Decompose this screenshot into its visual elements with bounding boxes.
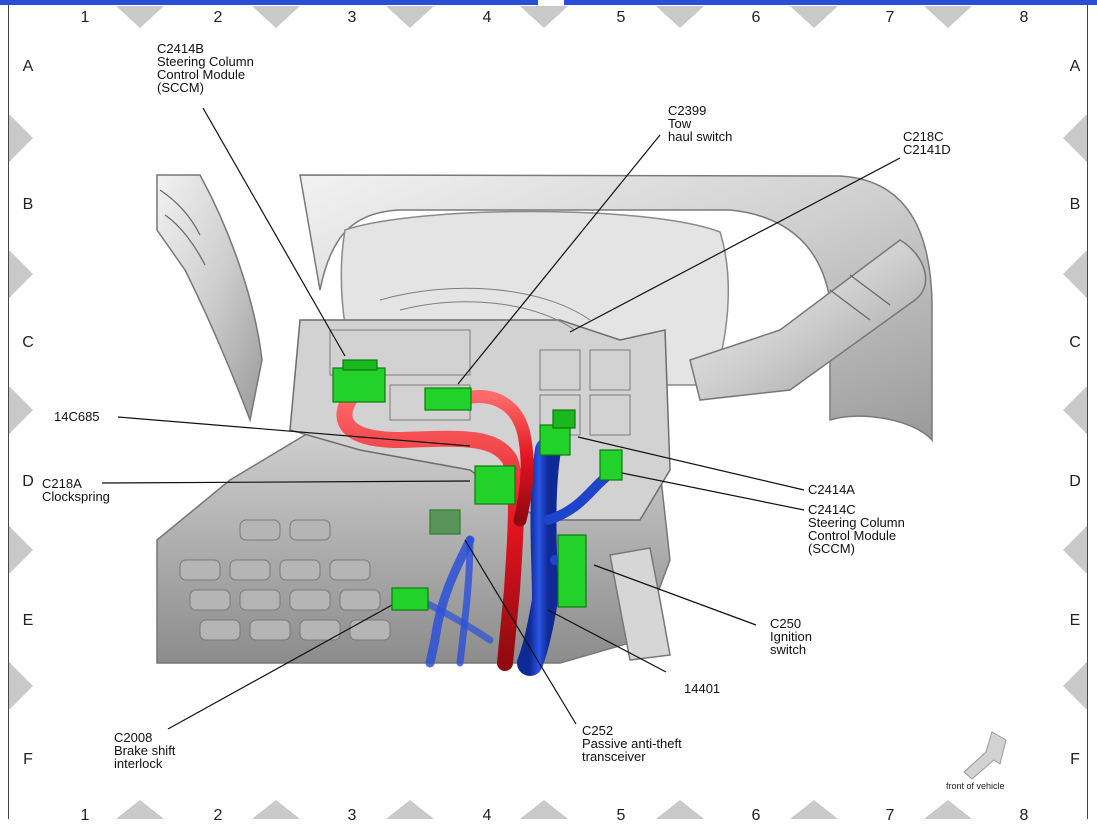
lower-panel-grille — [179, 519, 391, 641]
leader-lines — [101, 107, 901, 730]
right-stalk — [689, 239, 927, 401]
grid-row-c-right: C — [1069, 334, 1081, 351]
grid-row-b-right: B — [1069, 196, 1081, 213]
grid-col-8-top: 8 — [1019, 9, 1029, 26]
grid-row-e-left: E — [22, 612, 34, 629]
grid-row-f-right: F — [1070, 751, 1080, 768]
grid-row-c-left: C — [22, 334, 34, 351]
callout-c2008: C2008 Brake shift interlock — [114, 730, 176, 771]
connector-c2414b — [332, 367, 386, 403]
grid-col-3-top: 3 — [347, 9, 357, 26]
frame-right-edge — [1087, 5, 1088, 819]
grid-row-d-left: D — [22, 473, 34, 490]
grid-col-4-top: 4 — [482, 9, 492, 26]
grid-col-5-bottom: 5 — [616, 807, 626, 824]
grid-col-2-top: 2 — [213, 9, 223, 26]
callout-c2414c: C2414C Steering Column Control Module (S… — [808, 502, 905, 556]
housing-detail-lines — [329, 287, 631, 436]
grid-row-a-right: A — [1069, 58, 1081, 75]
grid-col-6-bottom: 6 — [751, 807, 761, 824]
grid-col-5-top: 5 — [616, 9, 626, 26]
callout-14401: 14401 — [684, 681, 721, 696]
steering-wheel-rim — [299, 174, 933, 443]
left-stalk — [156, 174, 263, 423]
grid-row-e-right: E — [1069, 612, 1081, 629]
connector-c2414c — [599, 449, 623, 481]
callout-14c685: 14C685 — [54, 409, 100, 424]
callout-c2399: C2399 Tow haul switch — [668, 103, 733, 144]
callout-c218a: C218A Clockspring — [42, 476, 110, 504]
red-wiring-harness — [336, 387, 534, 671]
grid-markers — [9, 6, 1087, 819]
top-border-tab — [536, 0, 566, 5]
grid-col-6-top: 6 — [751, 9, 761, 26]
grid-col-7-top: 7 — [885, 9, 895, 26]
front-of-vehicle-label: front of vehicle — [946, 781, 1005, 791]
grid-col-3-bottom: 3 — [347, 807, 357, 824]
callout-c252: C252 Passive anti-theft transceiver — [582, 723, 682, 764]
grid-col-4-bottom: 4 — [482, 807, 492, 824]
grid-col-1-top: 1 — [80, 9, 90, 26]
connectors — [332, 359, 623, 611]
frame-left-edge — [8, 5, 9, 819]
callout-c2414b: C2414B Steering Column Control Module (S… — [157, 41, 254, 95]
grid-row-a-left: A — [22, 58, 34, 75]
grid-col-7-bottom: 7 — [885, 807, 895, 824]
callout-c218c: C218C C2141D — [903, 129, 951, 157]
connector-c2414a — [539, 424, 571, 456]
connector-c2399 — [424, 387, 472, 411]
grid-col-1-bottom: 1 — [80, 807, 90, 824]
connector-c250 — [557, 534, 587, 608]
grid-col-2-bottom: 2 — [213, 807, 223, 824]
connector-c252 — [429, 509, 461, 535]
grid-row-f-left: F — [23, 751, 33, 768]
callout-c2414a: C2414A — [808, 482, 855, 497]
callout-c250: C250 Ignition switch — [770, 616, 812, 657]
grid-col-8-bottom: 8 — [1019, 807, 1029, 824]
grid-row-d-right: D — [1069, 473, 1081, 490]
grid-row-b-left: B — [22, 196, 34, 213]
connector-c2008 — [391, 587, 429, 611]
connector-c218a — [474, 465, 516, 505]
front-of-vehicle-arrow-icon — [963, 731, 1007, 780]
